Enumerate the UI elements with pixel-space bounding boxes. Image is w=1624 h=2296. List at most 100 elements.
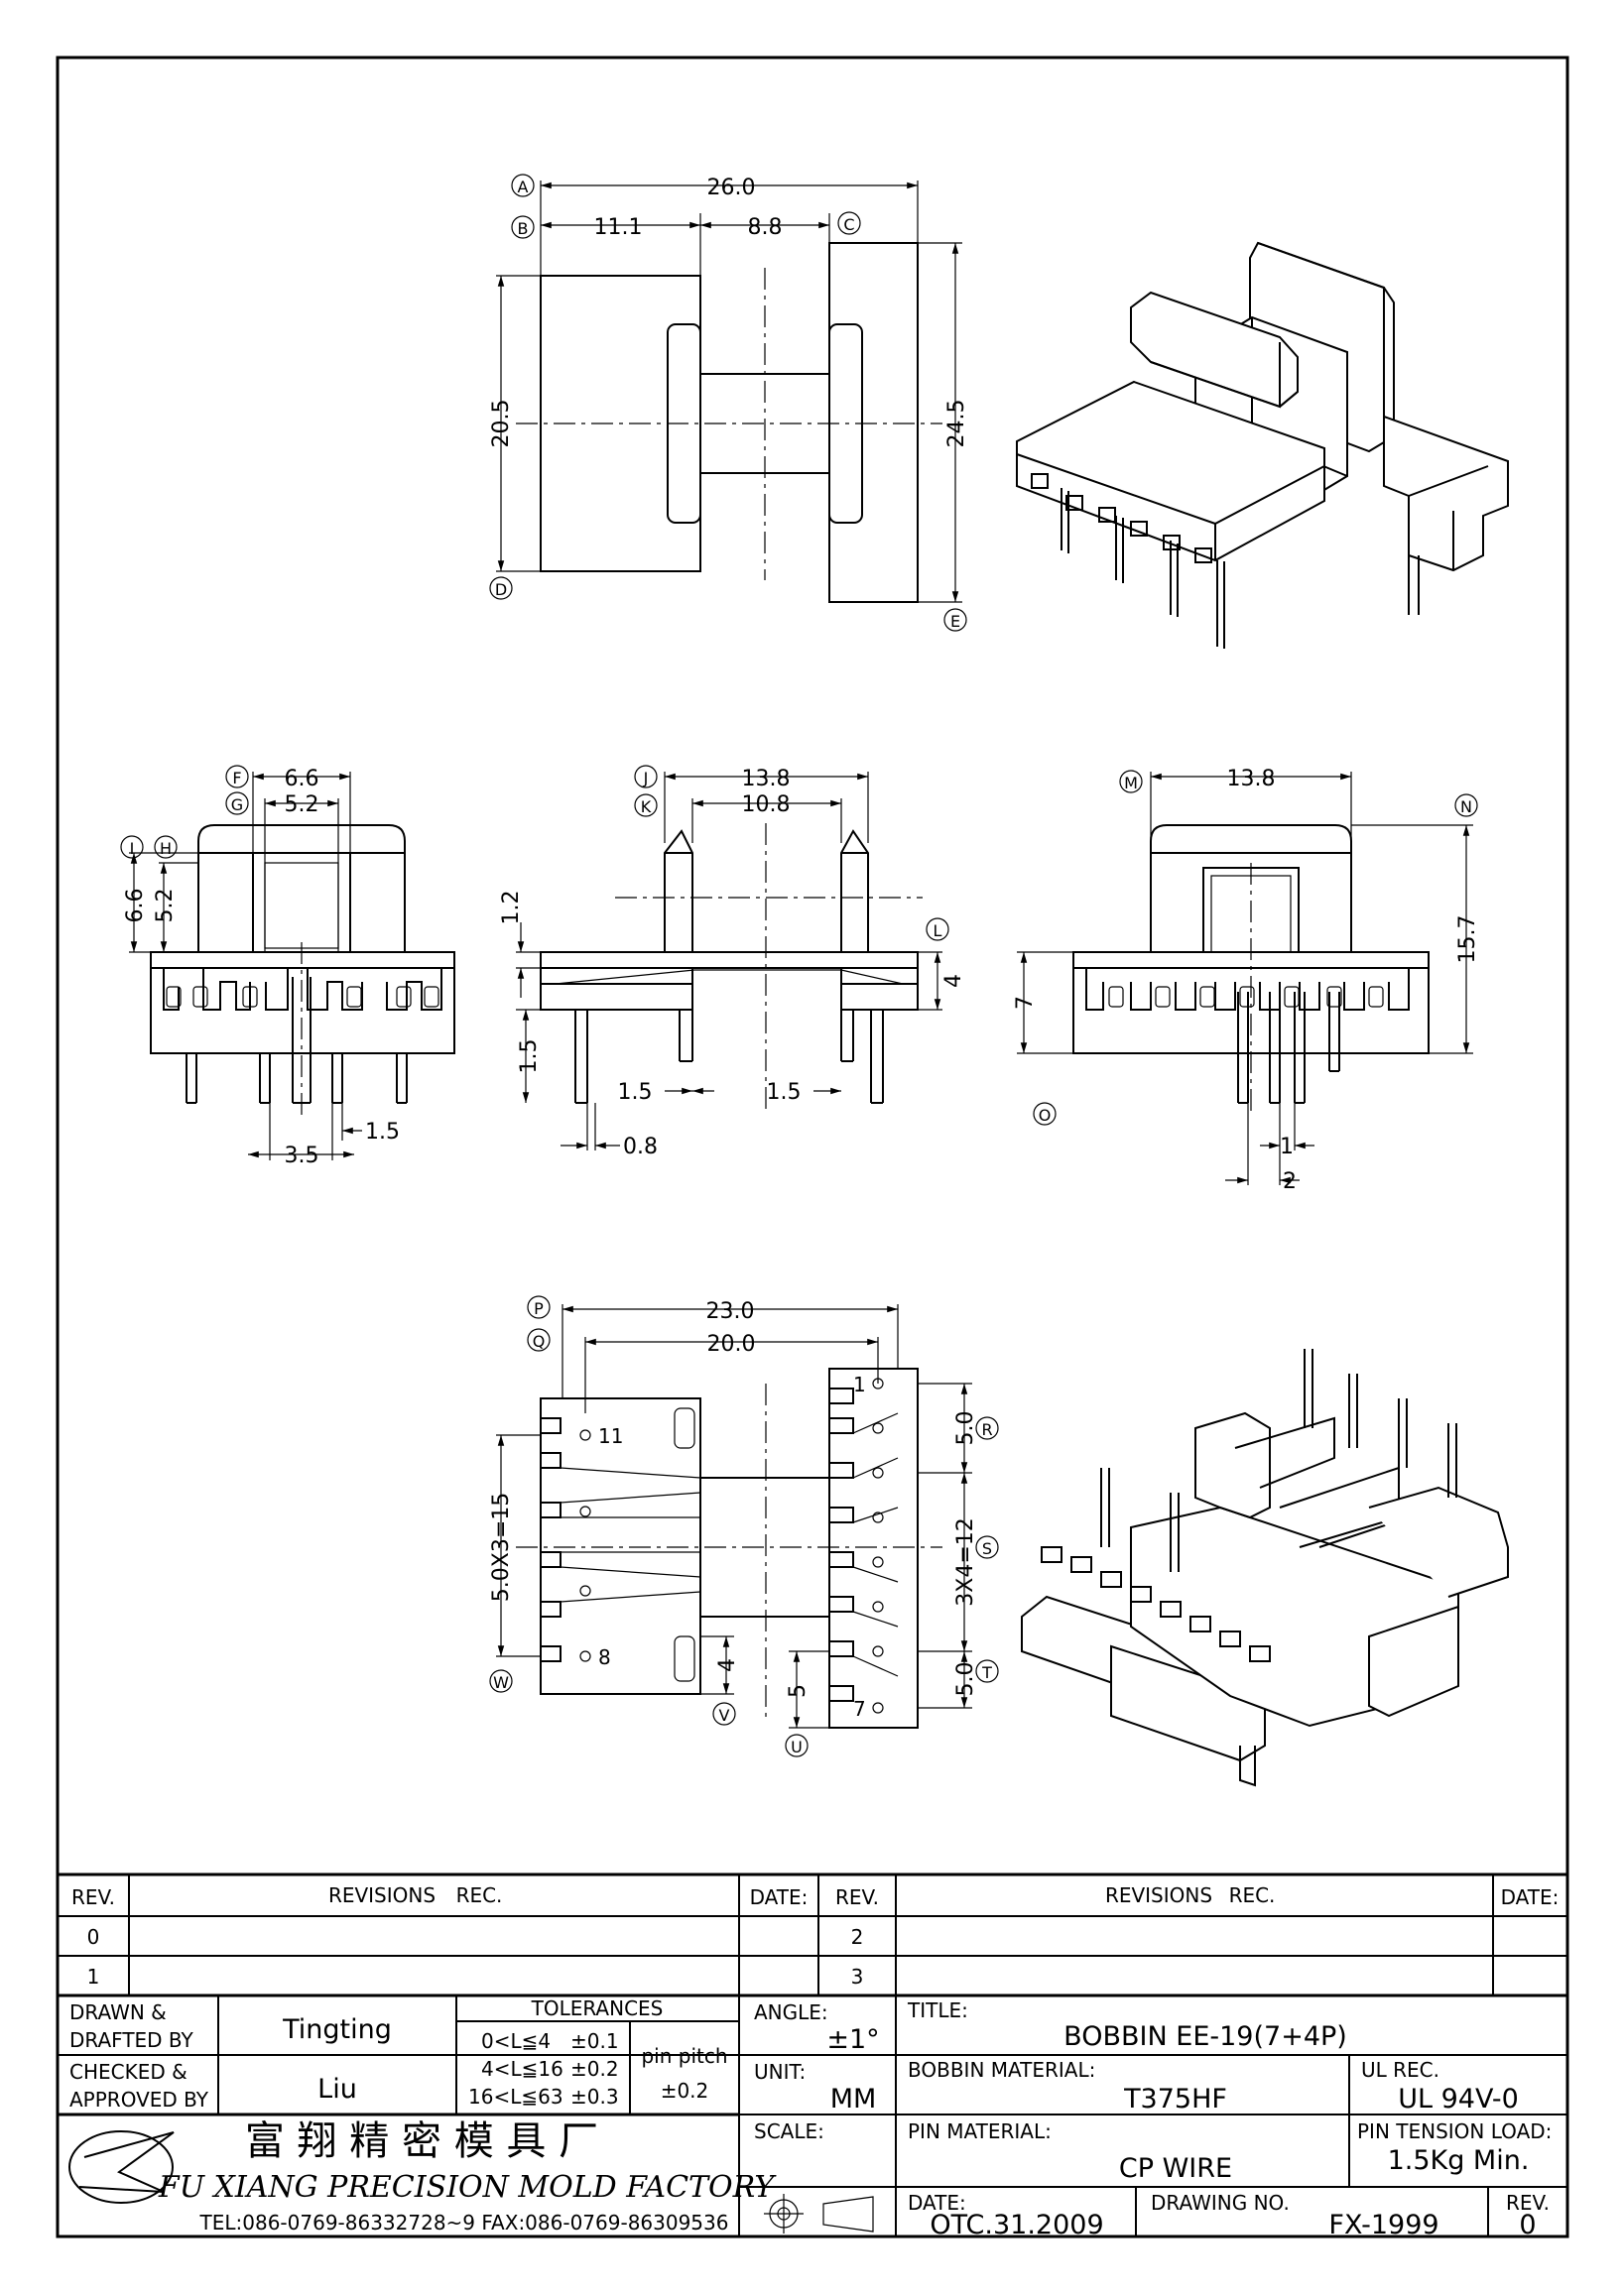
dim-side-flange-outer: 13.8	[742, 767, 791, 791]
dim-side-flange-inner: 10.8	[742, 792, 791, 817]
company-contact: TEL:086-0769-86332728~9 FAX:086-0769-863…	[199, 2211, 729, 2235]
drawn-label-1: DRAWN &	[69, 2000, 167, 2024]
date-label: DATE:	[908, 2191, 966, 2215]
isometric-view-top	[1016, 241, 1509, 649]
title-value: BOBBIN EE-19(7+4P)	[1063, 2021, 1347, 2052]
tol-range-1: 4<L≦16	[481, 2057, 563, 2081]
dim-front-pin-gap: 1.5	[365, 1120, 400, 1145]
company-name-cn: 富 翔 精 密 模 具 厂	[245, 2118, 598, 2164]
dim-bottom-right-pitch-top: 5.0	[953, 1411, 978, 1446]
marker-l: L	[934, 921, 942, 940]
side-view: 13.8 10.8 J K L 1.2	[499, 765, 966, 1159]
pin-material: CP WIRE	[1119, 2153, 1232, 2184]
dim-front-h-inner: 5.2	[153, 889, 178, 923]
title-label: TITLE:	[907, 1998, 968, 2022]
marker-v: V	[719, 1706, 730, 1725]
rev-row-1: 1	[87, 1965, 100, 1989]
marker-d: D	[495, 580, 507, 599]
company-logo-icon	[68, 2130, 175, 2204]
marker-m: M	[1124, 774, 1138, 792]
marker-w: W	[493, 1673, 509, 1692]
dim-bottom-overall: 23.0	[706, 1299, 755, 1324]
projection-symbol-icon	[764, 2194, 874, 2234]
marker-q: Q	[533, 1332, 546, 1351]
dim-right-pin-w: 1	[1280, 1135, 1294, 1159]
marker-b: B	[518, 219, 529, 238]
dim-bottom-slot-h: 4	[715, 1658, 740, 1672]
rev-header-right: REV.	[835, 1885, 879, 1909]
rev-row-3: 3	[851, 1965, 864, 1989]
unit-value: MM	[830, 2084, 877, 2115]
rev-header-left: REV.	[71, 1885, 115, 1909]
pin-label-8: 8	[598, 1645, 611, 1669]
rev-label: REV.	[1506, 2191, 1550, 2215]
dim-side-left-off: 1.5	[618, 1080, 653, 1105]
marker-r: R	[981, 1420, 992, 1439]
dim-gap: 8.8	[748, 215, 783, 240]
dim-bottom-slot-off: 5	[786, 1684, 811, 1698]
scale-label: SCALE:	[754, 2119, 824, 2143]
marker-c: C	[843, 215, 854, 234]
unit-label: UNIT:	[754, 2060, 806, 2084]
pin-label-1: 1	[853, 1373, 866, 1396]
dim-front-h-total: 6.6	[123, 889, 148, 923]
drawing-no: FX-1999	[1328, 2210, 1438, 2240]
ul-rec-label: UL REC.	[1361, 2058, 1439, 2082]
tol-range-0: 0<L≦4	[481, 2029, 551, 2053]
dim-front-outer: 6.6	[285, 767, 319, 791]
pin-pitch-tol: ±0.2	[661, 2079, 709, 2103]
right-view: 13.8 M N O 15.7	[1013, 767, 1480, 1194]
rev-value: 0	[1519, 2210, 1536, 2240]
marker-j: J	[643, 769, 649, 787]
rec-header-left: REC.	[456, 1883, 503, 1907]
rev-row-2: 2	[851, 1925, 864, 1949]
tolerances-label: TOLERANCES	[531, 1996, 664, 2020]
checked-label-2: APPROVED BY	[69, 2088, 209, 2112]
pin-pitch-label: pin pitch	[641, 2044, 727, 2068]
pin-label-11: 11	[598, 1424, 623, 1448]
dim-side-right-off: 1.5	[767, 1080, 802, 1105]
tol-value-1: ±0.2	[570, 2057, 619, 2081]
marker-e: E	[950, 612, 960, 631]
front-view: 6.6 5.2 F G I H	[120, 765, 455, 1168]
dim-bottom-right-pitch-bot: 5.0	[953, 1662, 978, 1697]
marker-p: P	[534, 1299, 544, 1318]
dim-right-height-total: 15.7	[1455, 915, 1480, 964]
dim-right-base: 7	[1013, 996, 1038, 1010]
marker-h: H	[160, 839, 172, 858]
pin-label-7: 7	[853, 1697, 866, 1721]
tol-range-2: 16<L≦63	[468, 2085, 563, 2109]
revisions-header-right: REVISIONS	[1105, 1883, 1212, 1907]
marker-o: O	[1039, 1106, 1052, 1125]
dim-bottom-right-span: 3X4=12	[953, 1517, 978, 1607]
bobbin-material: T375HF	[1123, 2084, 1227, 2115]
dim-bottom-inner: 20.0	[707, 1332, 756, 1357]
top-view: 26.0 11.1 8.8 A B C D E 20.5 24.5	[489, 174, 969, 632]
dim-side-pin-len: 1.5	[517, 1039, 542, 1074]
dim-right-width: 13.8	[1227, 767, 1276, 791]
dim-left-height: 20.5	[489, 400, 514, 448]
tol-value-0: ±0.1	[570, 2029, 619, 2053]
drawing-no-label: DRAWING NO.	[1151, 2191, 1290, 2215]
marker-k: K	[641, 797, 652, 816]
marker-f: F	[232, 769, 241, 787]
bobbin-material-label: BOBBIN MATERIAL:	[908, 2058, 1095, 2082]
rec-header-right: REC.	[1229, 1883, 1276, 1907]
dim-right-pin-pitch: 2	[1283, 1169, 1297, 1194]
angle-value: ±1°	[826, 2024, 879, 2055]
marker-a: A	[518, 178, 529, 196]
drawn-by: Tingting	[282, 2014, 392, 2045]
pin-tension: 1.5Kg Min.	[1388, 2145, 1530, 2176]
dim-front-inner: 5.2	[285, 792, 319, 817]
marker-i: I	[130, 839, 135, 858]
bottom-view: 23.0 20.0 P Q R S T U V W 11	[489, 1295, 999, 1757]
pin-material-label: PIN MATERIAL:	[908, 2119, 1052, 2143]
angle-label: ANGLE:	[754, 2000, 828, 2024]
drawn-label-2: DRAFTED BY	[69, 2028, 194, 2052]
dim-side-top-thk: 1.2	[499, 891, 524, 925]
dim-side-pin-dia: 0.8	[623, 1135, 658, 1159]
marker-s: S	[982, 1539, 992, 1558]
dim-side-base-h: 4	[941, 974, 966, 988]
dim-front-pin-pitch: 3.5	[285, 1144, 319, 1168]
checked-label-1: CHECKED &	[69, 2060, 187, 2084]
